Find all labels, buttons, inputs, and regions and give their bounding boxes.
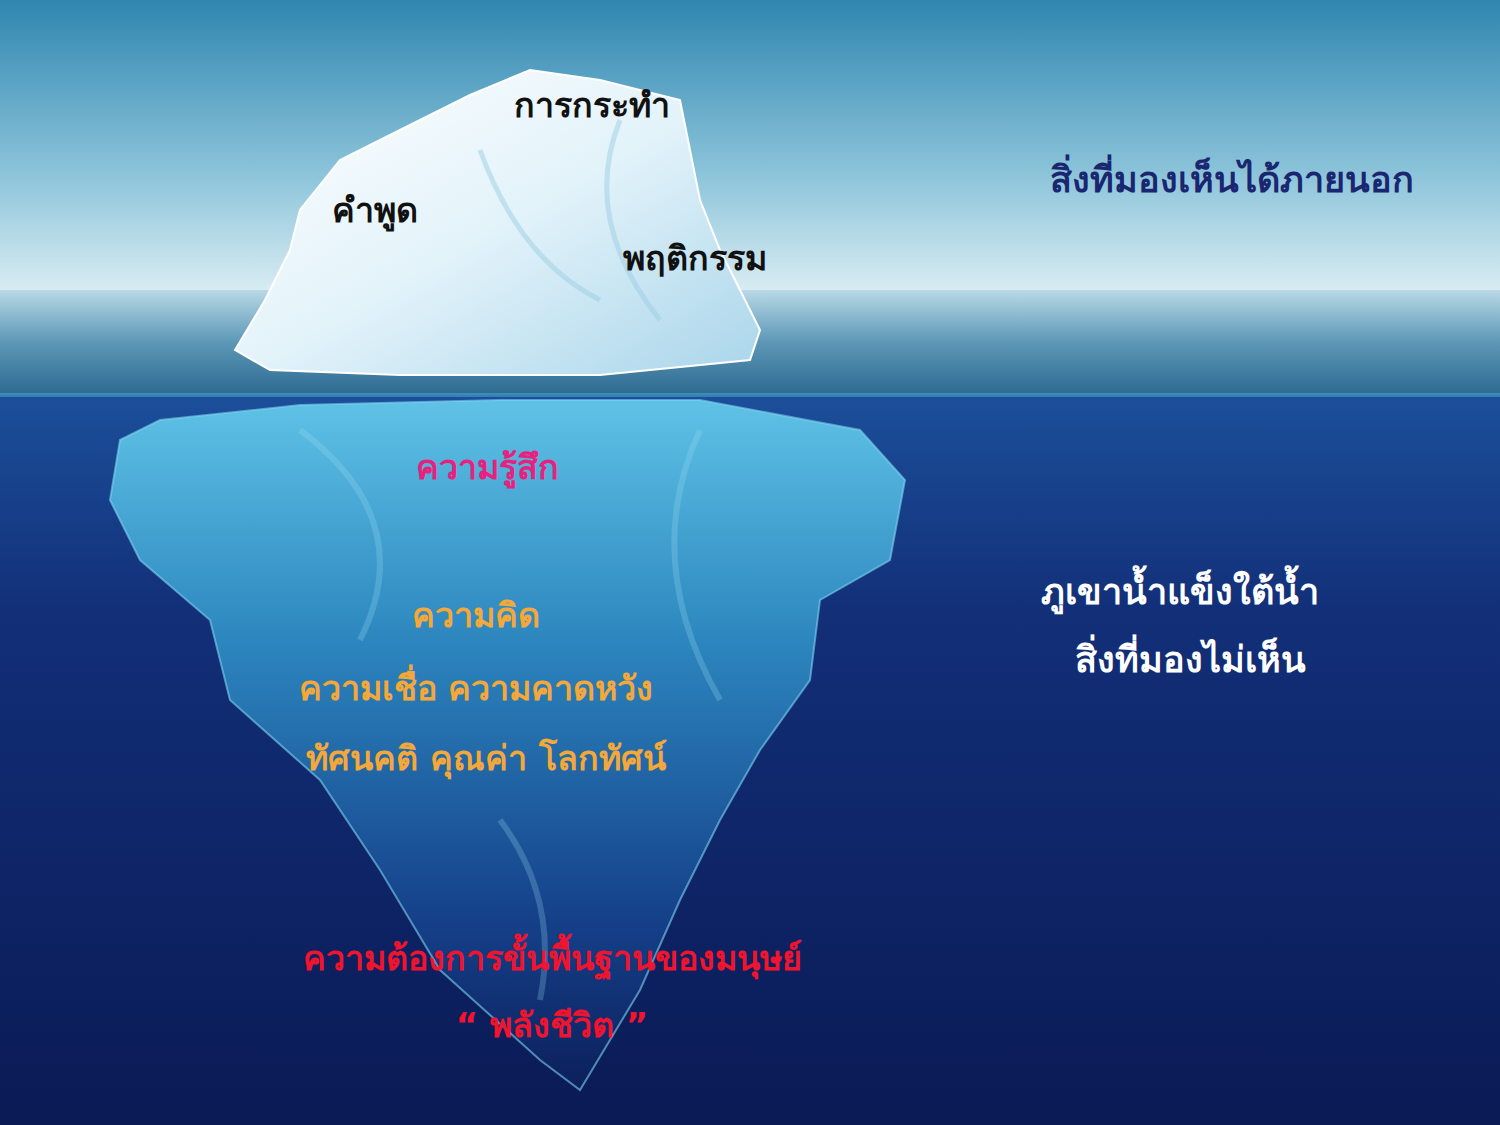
label-text: ความเชื่อ ความคาดหวัง	[299, 668, 654, 709]
label-text: ความต้องการขั้นพื้นฐานของมนุษย์	[303, 938, 802, 979]
label-text: ภูเขาน้ำแข็งใต้น้ำ	[1041, 570, 1319, 613]
label-text: คำพูด	[332, 190, 418, 231]
label-text: ทัศนคติ คุณค่า โลกทัศน์	[306, 738, 666, 779]
label-text: สิ่งที่มองเห็นได้ภายนอก	[1050, 158, 1414, 201]
label-text: ความคิด	[412, 595, 540, 636]
label-text: พฤติกรรม	[623, 238, 767, 279]
label-text: ความรู้สึก	[416, 447, 559, 488]
label-text: การกระทำ	[514, 85, 670, 126]
label-text: “ พลังชีวิต ”	[456, 1005, 648, 1046]
label-text: สิ่งที่มองไม่เห็น	[1075, 638, 1306, 681]
